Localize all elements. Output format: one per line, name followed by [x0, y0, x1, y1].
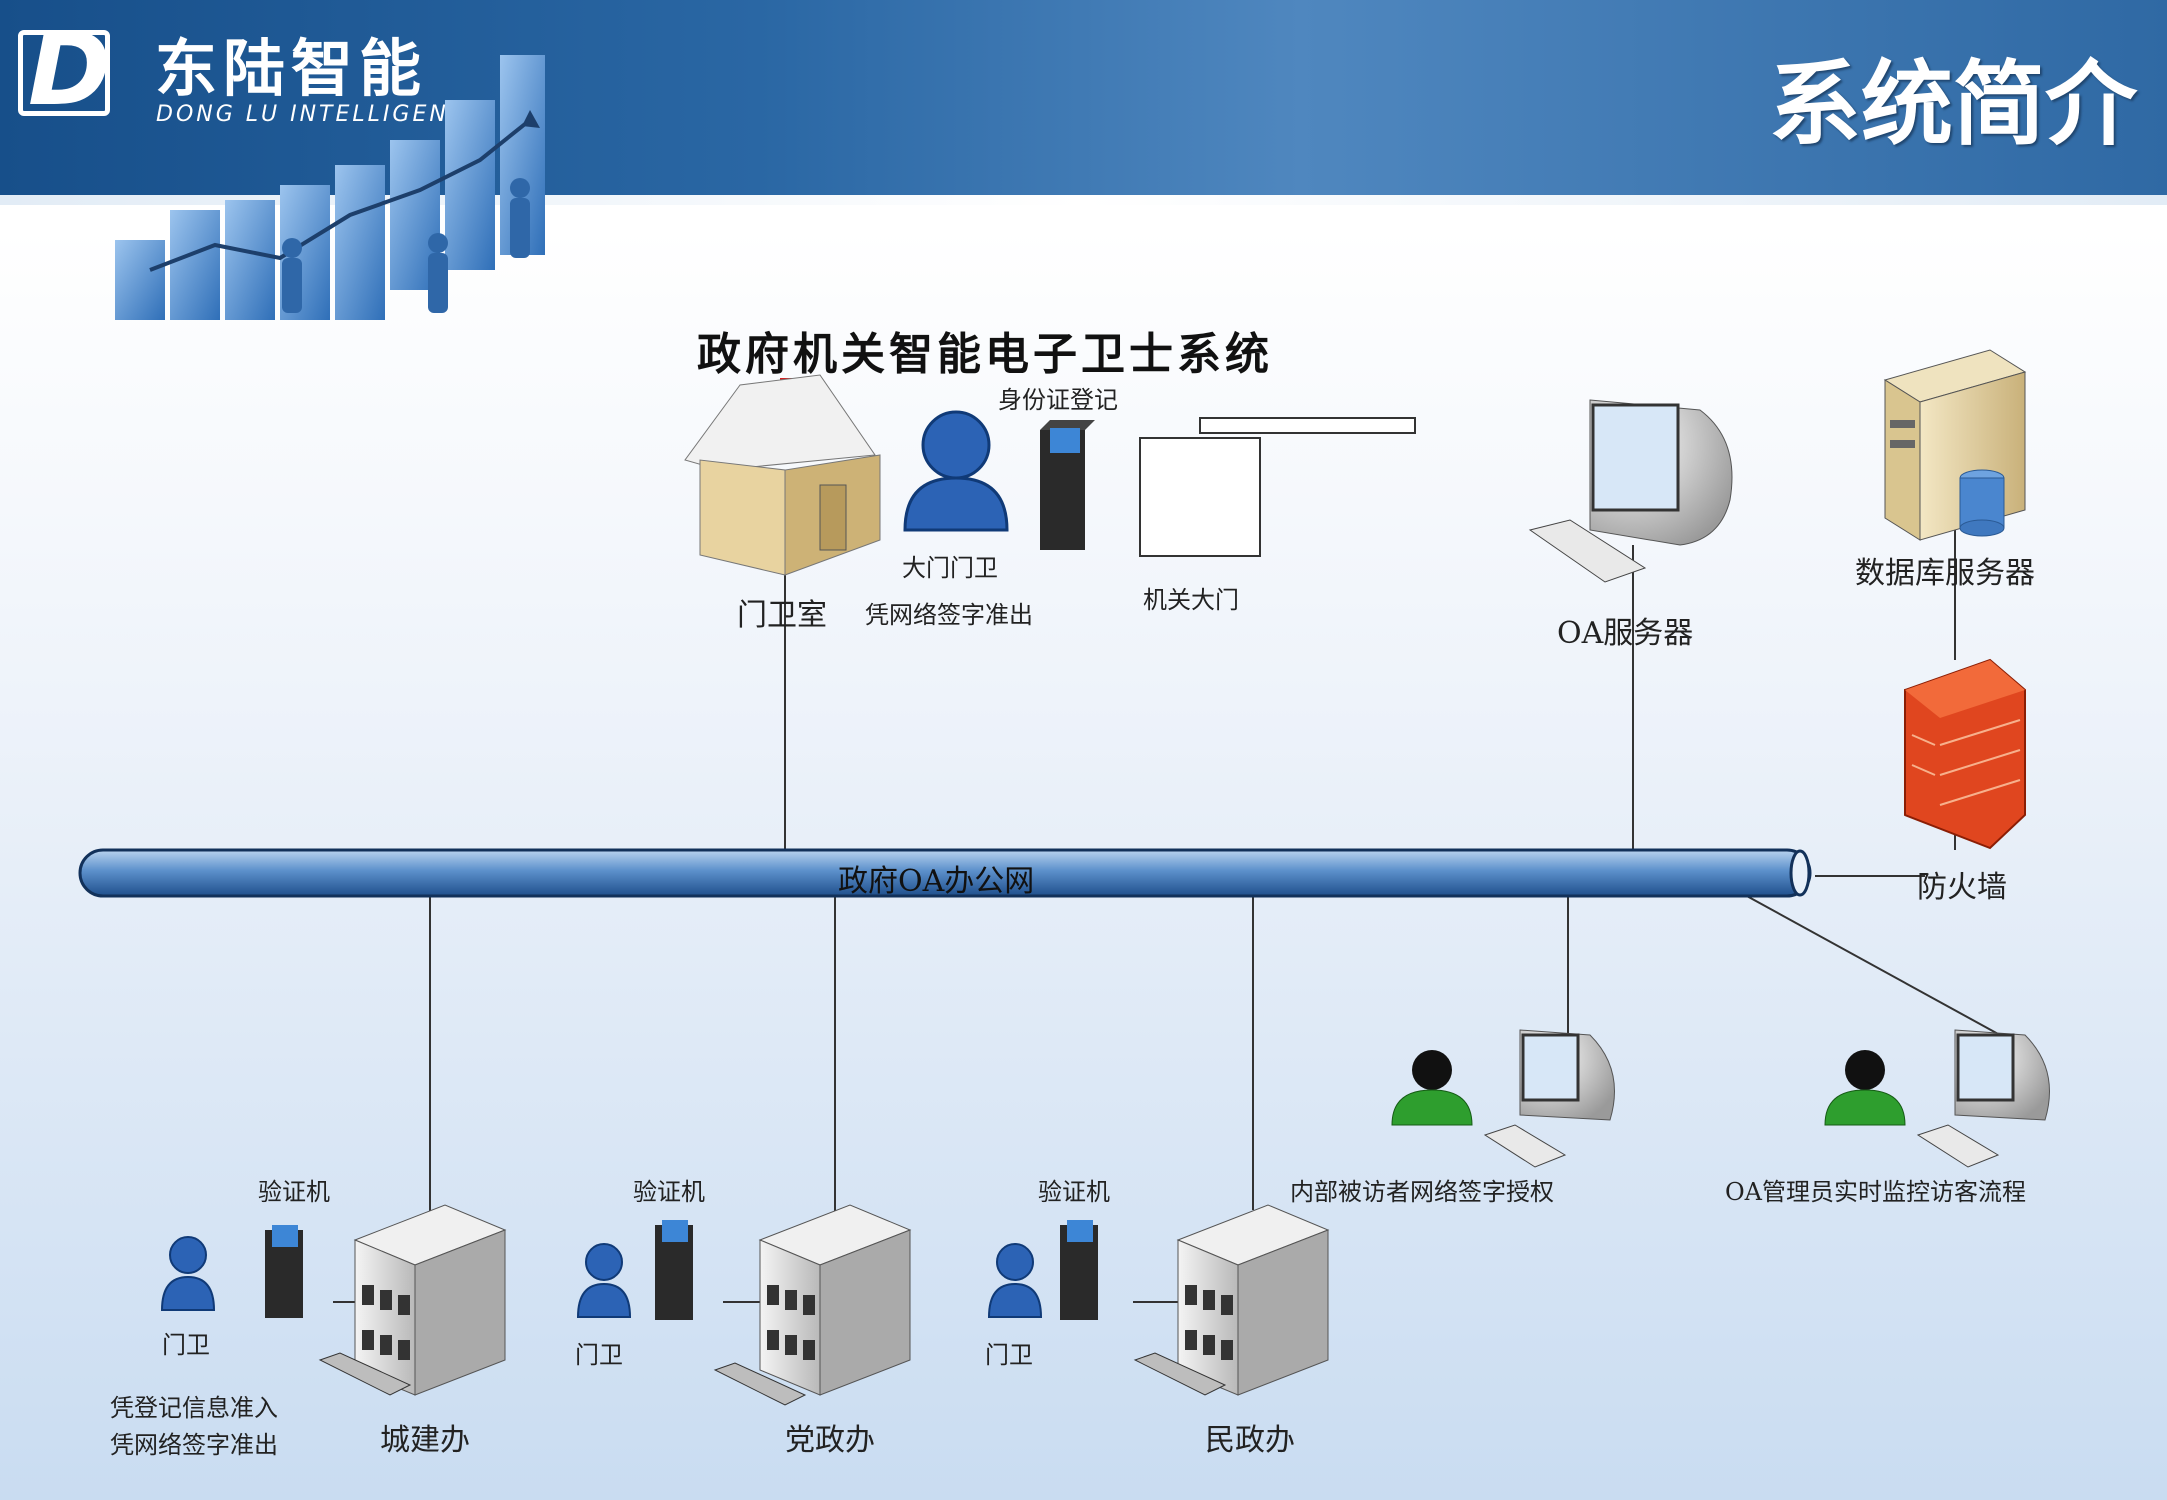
- oa-server-label: OA服务器: [1557, 616, 1694, 651]
- guard-label-chengjian: 门卫: [162, 1331, 210, 1359]
- oa-admin-label: OA管理员实时监控访客流程: [1725, 1178, 2027, 1206]
- visitee-person-icon: [1391, 1050, 1473, 1126]
- oa-server-computer-icon: [1528, 399, 1733, 583]
- id-register-label: 身份证登记: [998, 386, 1118, 414]
- visitee-label: 内部被访者网络签字授权: [1290, 1178, 1554, 1206]
- verifier-label-minzheng: 验证机: [1038, 1178, 1110, 1206]
- guard-room-label: 门卫室: [737, 598, 827, 633]
- page-title: 系统简介: [1768, 51, 2137, 158]
- gate-guard-note: 凭网络签字准出: [865, 601, 1033, 629]
- db-server-label: 数据库服务器: [1855, 556, 2035, 591]
- brand-name-en: DONG LU INTELLIGENT: [156, 102, 466, 127]
- growth-bars-illustration: [115, 55, 545, 320]
- office-minzheng-group: [987, 1204, 1330, 1396]
- main-gate-icon: [1139, 417, 1416, 557]
- network-bus-label: 政府OA办公网: [838, 864, 1035, 899]
- office-name-dangzheng: 党政办: [785, 1423, 875, 1458]
- oa-admin-computer-icon: [1916, 1029, 2050, 1168]
- office-name-minzheng: 民政办: [1205, 1423, 1295, 1458]
- gate-guard-person-icon: [903, 410, 1009, 532]
- diagram-title: 政府机关智能电子卫士系统: [697, 329, 1273, 380]
- guard-house-icon: [684, 374, 881, 576]
- chengjian-note-entry: 凭登记信息准入: [110, 1394, 278, 1422]
- guard-label-dangzheng: 门卫: [575, 1341, 623, 1369]
- office-chengjian-group: [160, 1204, 507, 1396]
- id-kiosk-icon: [1040, 420, 1095, 550]
- verifier-label-chengjian: 验证机: [258, 1178, 330, 1206]
- brand-name-cn: 东陆智能: [155, 32, 428, 105]
- office-dangzheng-group: [576, 1204, 912, 1406]
- main-gate-label: 机关大门: [1143, 586, 1239, 614]
- chengjian-note-exit: 凭网络签字准出: [110, 1431, 278, 1459]
- logo-frame: [18, 30, 110, 116]
- database-server-icon: [1883, 349, 2027, 541]
- guard-label-minzheng: 门卫: [985, 1341, 1033, 1369]
- oa-network-bus: [78, 848, 1812, 898]
- logo-icon: D: [28, 11, 112, 128]
- verifier-label-dangzheng: 验证机: [633, 1178, 705, 1206]
- header-divider: [0, 195, 2167, 205]
- gate-guard-label: 大门门卫: [902, 554, 998, 582]
- firewall-icon: [1904, 658, 2026, 850]
- visitee-computer-icon: [1483, 1029, 1615, 1168]
- office-name-chengjian: 城建办: [380, 1423, 470, 1458]
- oa-admin-person-icon: [1824, 1050, 1906, 1126]
- firewall-label: 防火墙: [1917, 870, 2007, 905]
- header-banner: [0, 0, 2167, 195]
